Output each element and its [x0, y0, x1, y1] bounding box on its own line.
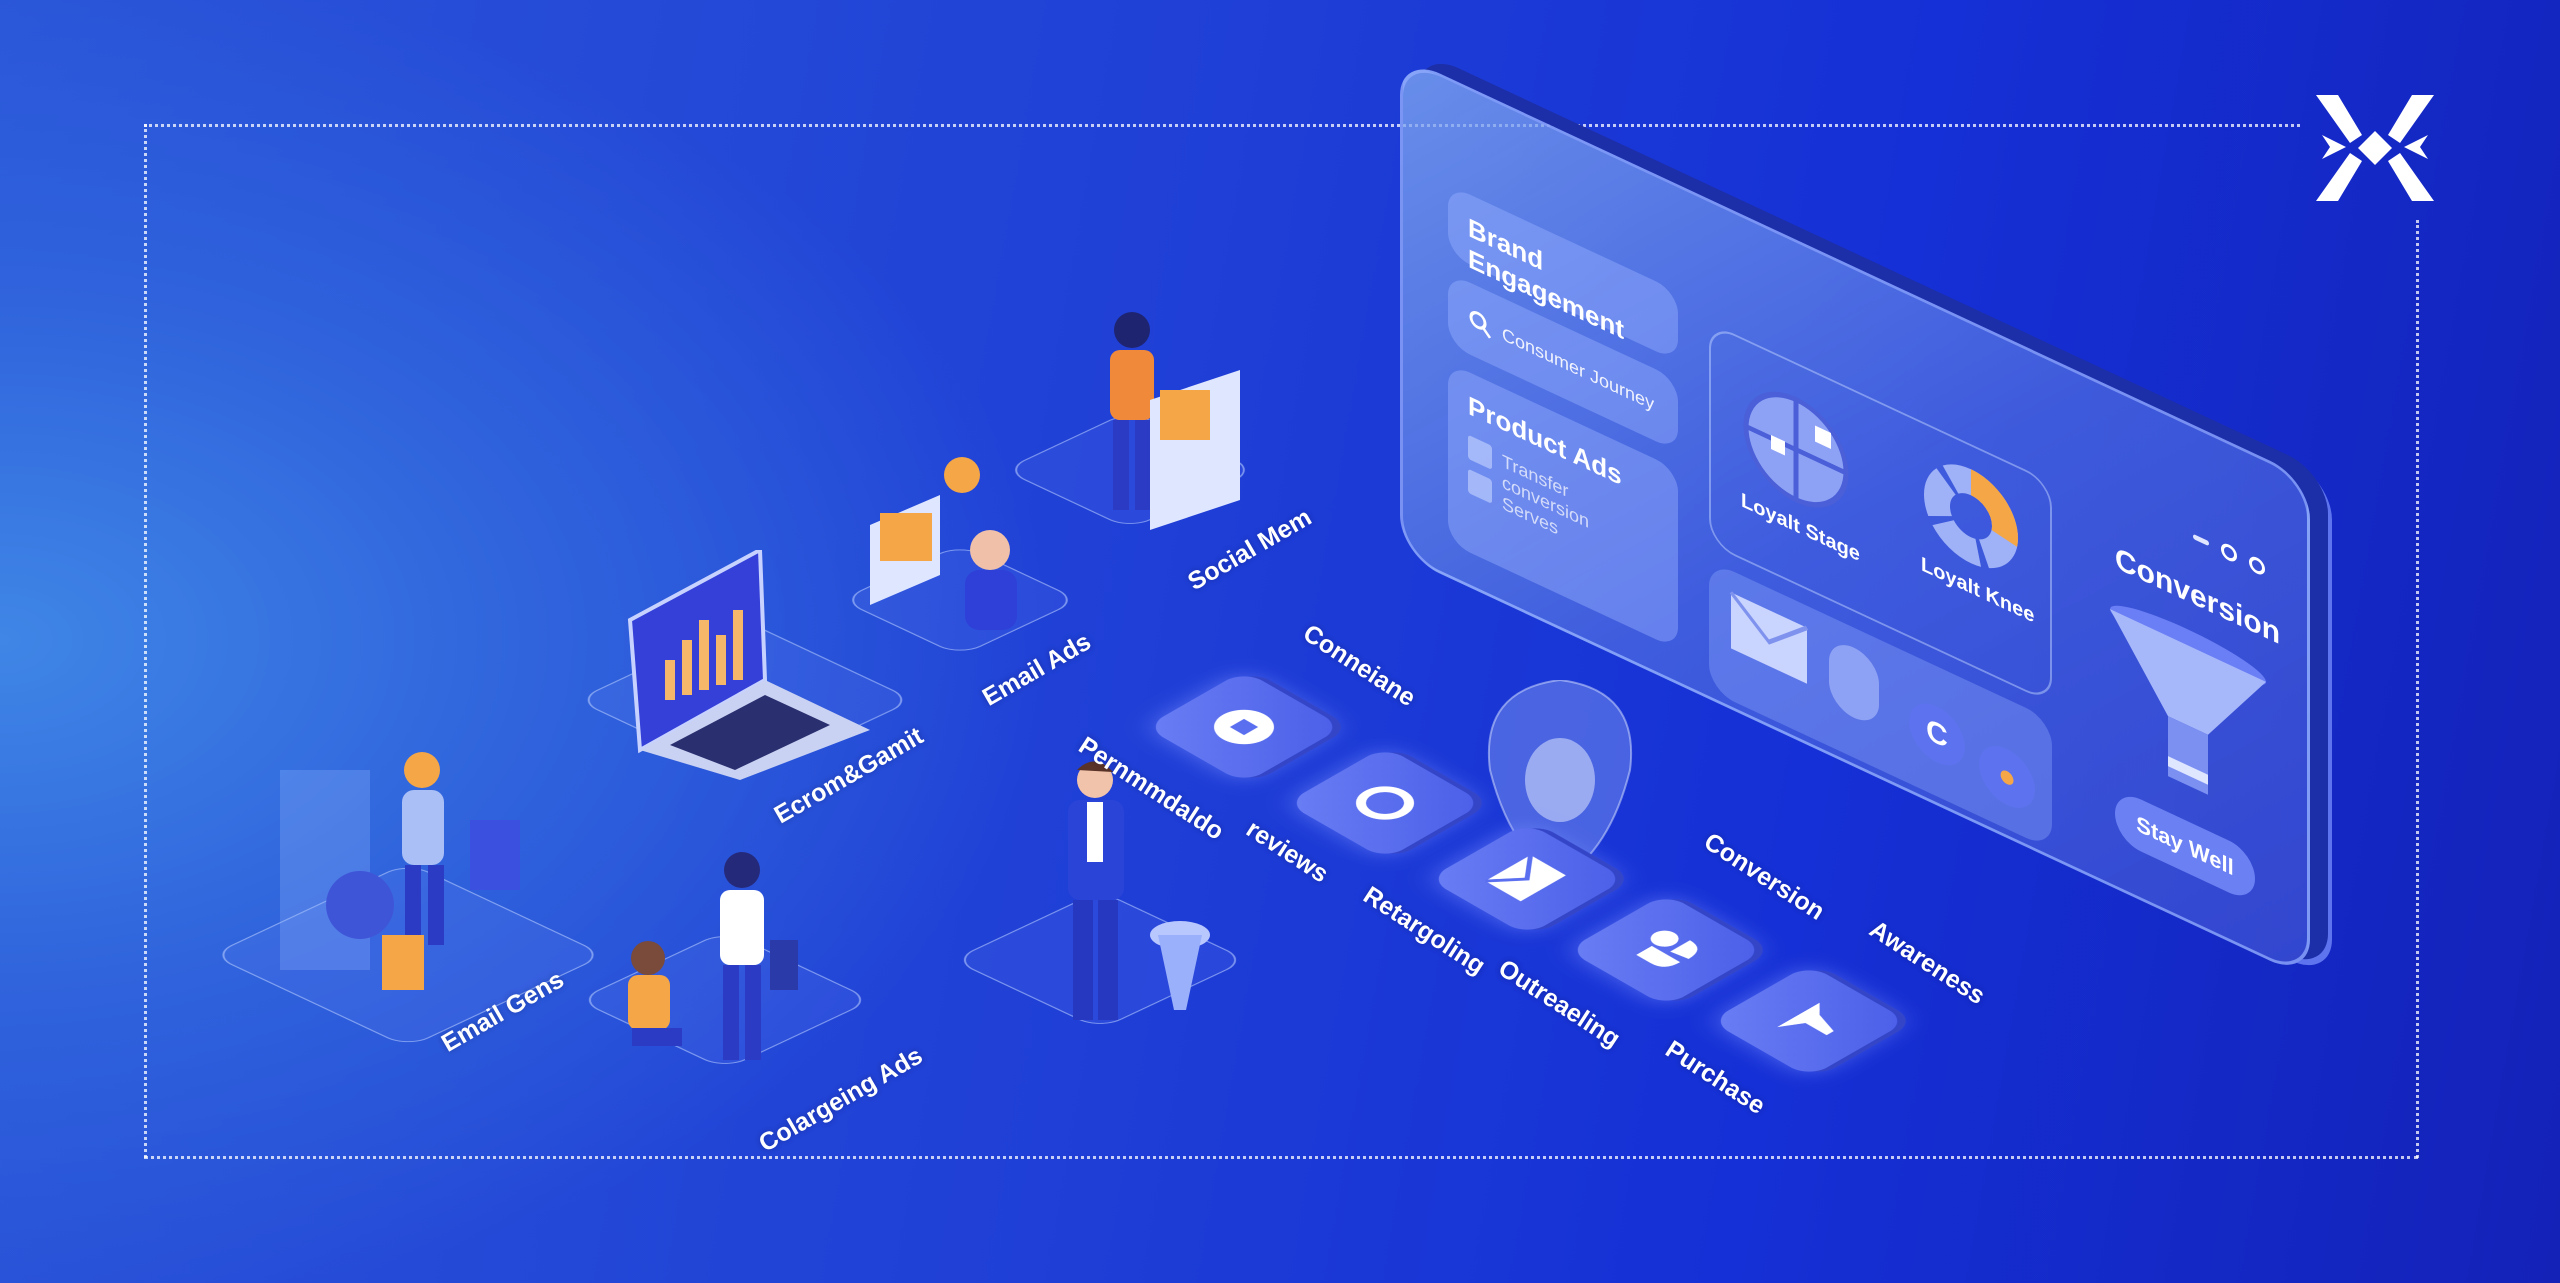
- airplane-icon: [1777, 1002, 1834, 1036]
- dotted-frame-left: [144, 124, 147, 1158]
- maximize-icon[interactable]: [2221, 540, 2237, 565]
- globe-icon: [326, 871, 394, 939]
- two-people-scene: [628, 852, 798, 1060]
- channels-card: C ●: [1709, 560, 2052, 851]
- journey-label: reviews: [1241, 814, 1334, 889]
- journey-label: Purchase: [1660, 1035, 1771, 1120]
- checkbox[interactable]: [1468, 468, 1492, 504]
- search-icon: [1469, 310, 1492, 339]
- email-ads-scene: [870, 457, 1017, 630]
- pie-chart-icon: [1743, 391, 1849, 508]
- tile-globe[interactable]: [1145, 670, 1343, 784]
- close-icon[interactable]: [2249, 553, 2265, 578]
- social-scene: [1110, 312, 1240, 530]
- x-mark-logo: [2316, 95, 2434, 201]
- chat-icon: [1829, 636, 1879, 730]
- tile-view[interactable]: [1286, 746, 1484, 860]
- journey-label: Conneiane: [1298, 619, 1421, 713]
- person-head: [404, 752, 440, 788]
- coin-icon: [944, 457, 980, 493]
- window-controls: [2193, 528, 2265, 578]
- shopper-scene: [280, 752, 520, 990]
- tile-email[interactable]: [1428, 822, 1626, 936]
- tile-plane[interactable]: [1710, 964, 1908, 1078]
- email-icon: [1485, 854, 1566, 902]
- dashboard-panel: Brand Engagement Consumer Journey Produc…: [1400, 55, 2310, 980]
- journey-label: Awareness: [1864, 915, 1991, 1011]
- standing-man-figure: [1068, 761, 1210, 1020]
- checkbox[interactable]: [1468, 434, 1492, 470]
- tile-users[interactable]: [1567, 893, 1765, 1007]
- loyalty-card: Loyalt Stage Loyalt Knee: [1709, 322, 2052, 705]
- minimize-icon[interactable]: [2193, 533, 2209, 546]
- dotted-frame-bottom: [144, 1156, 2418, 1159]
- user-icon[interactable]: ●: [1979, 735, 2035, 819]
- shopping-bag-icon: [470, 820, 520, 890]
- journey-label: Conversion: [1698, 827, 1830, 926]
- laptop-icon: [627, 550, 870, 780]
- search-card[interactable]: Consumer Journey: [1448, 272, 1678, 452]
- dotted-frame-right: [2416, 220, 2419, 1158]
- glass-screen: [280, 770, 370, 970]
- users-icon: [1636, 930, 1698, 967]
- envelope-icon: [1729, 591, 1809, 684]
- eye-icon: [1356, 786, 1414, 820]
- donut-chart-icon: [1924, 464, 2018, 569]
- shopping-bag-icon: [382, 935, 424, 990]
- phone-icon[interactable]: C: [1909, 693, 1965, 776]
- dotted-frame-top: [144, 124, 2300, 127]
- globe-icon: [1214, 709, 1274, 745]
- funnel-icon: [2110, 605, 2266, 795]
